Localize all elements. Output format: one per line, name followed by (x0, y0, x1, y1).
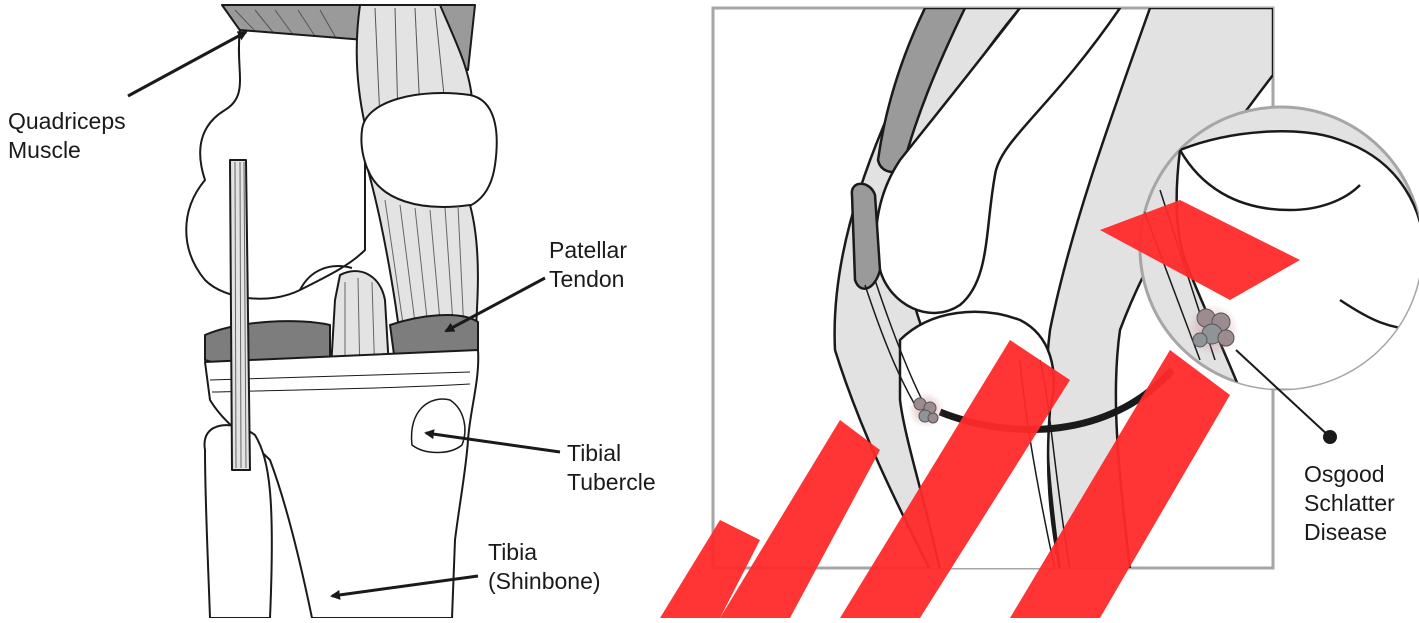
quadriceps-label: Quadriceps Muscle (8, 107, 126, 165)
femur (186, 30, 365, 299)
lesion-small (908, 392, 944, 428)
frontal-knee-anatomy (186, 5, 496, 618)
osgood-schlatter-label: Osgood Schlatter Disease (1304, 460, 1395, 547)
osgood-dot (1323, 430, 1337, 444)
tibia-label: Tibia (Shinbone) (488, 538, 601, 596)
tibial-tubercle-label: Tibial Tubercle (567, 439, 656, 497)
patella-side (852, 184, 880, 289)
quadriceps-arrow (128, 32, 246, 96)
patellar-tendon-label: Patellar Tendon (549, 236, 627, 294)
